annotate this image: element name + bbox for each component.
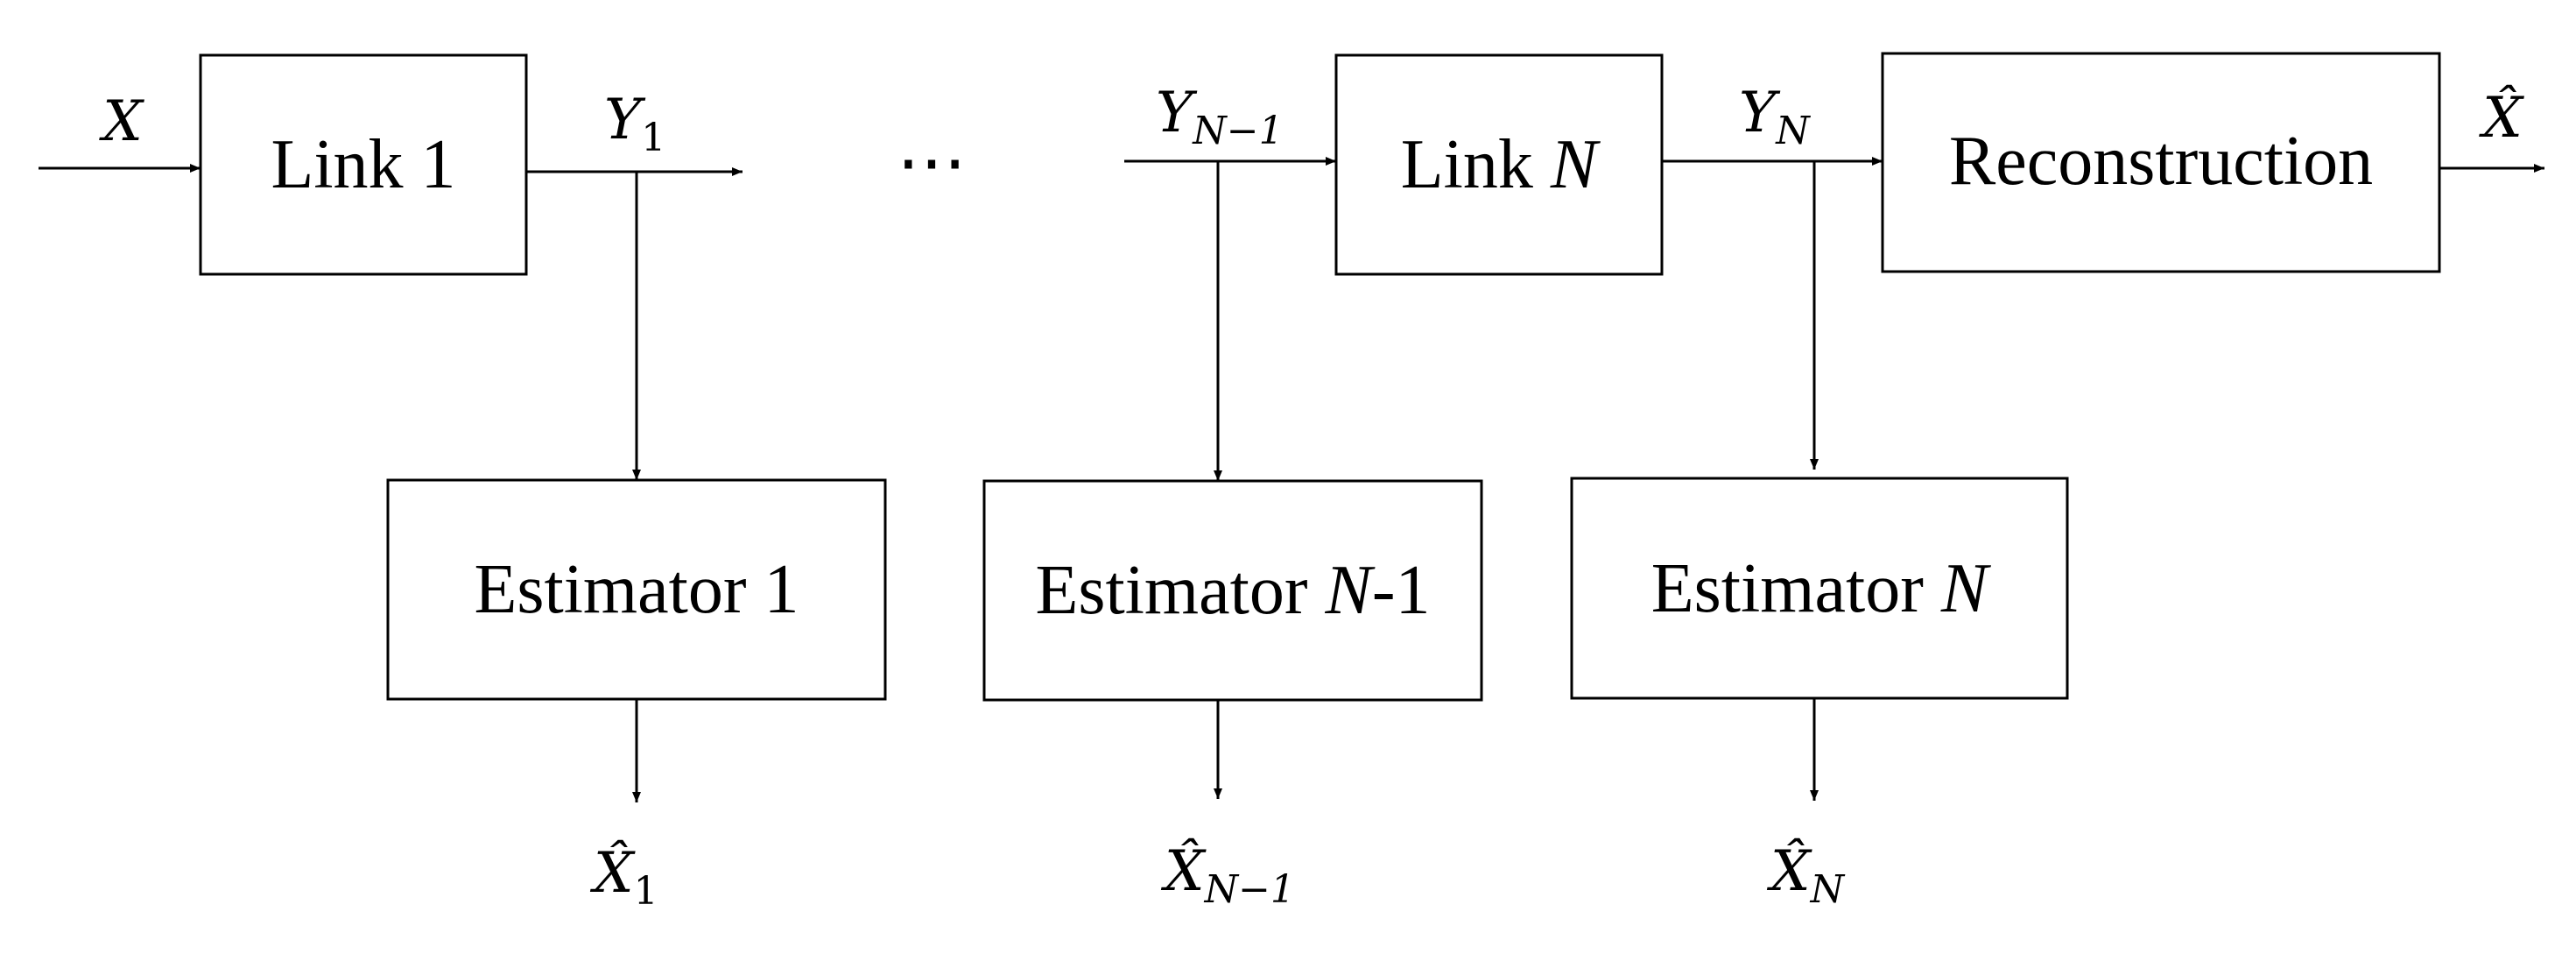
estimator-1-label: Estimator 1 bbox=[474, 551, 799, 628]
reconstruction-box bbox=[1881, 52, 2441, 273]
input-signal-label: X bbox=[98, 89, 144, 154]
xhat-n-minus-1-signal-label: X̂N−1 bbox=[1160, 838, 1295, 912]
estimator-n-minus-1-box bbox=[982, 479, 1483, 702]
y-n-minus-1-signal-label: YN−1 bbox=[1156, 81, 1284, 153]
estimator-n-minus-1-label: Estimator N-1 bbox=[1035, 552, 1430, 629]
reconstruction-label: Reconstruction bbox=[1949, 123, 2373, 200]
yn-signal-label: YN bbox=[1739, 81, 1811, 153]
xhat1-signal-label: X̂1 bbox=[589, 840, 658, 914]
estimator-n-label: Estimator N bbox=[1651, 550, 1992, 627]
y1-signal-label: Y1 bbox=[604, 88, 665, 160]
output-signal-label: X̂ bbox=[2478, 85, 2524, 151]
link-n-box bbox=[1334, 53, 1664, 276]
link-n-label: Link N bbox=[1401, 126, 1601, 203]
estimator-1-box bbox=[386, 478, 887, 701]
estimator-n-box bbox=[1570, 477, 2069, 700]
link-1-box bbox=[199, 53, 528, 276]
ellipsis: ⋯ bbox=[897, 121, 967, 202]
xhat-n-signal-label: X̂N bbox=[1766, 838, 1846, 912]
link-1-label: Link 1 bbox=[271, 126, 455, 203]
